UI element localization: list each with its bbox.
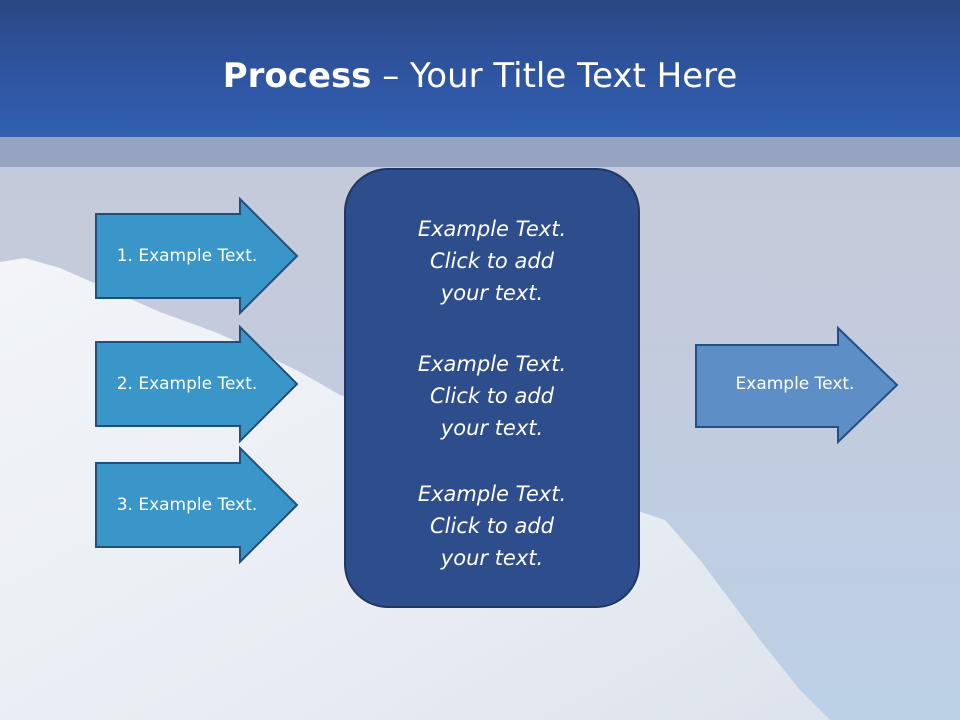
- center-text-block-3[interactable]: Example Text. Click to add your text.: [417, 482, 567, 570]
- slide-title[interactable]: Process – Your Title Text Here: [0, 54, 960, 98]
- left-arrow-1-label: 1. Example Text.: [116, 246, 258, 266]
- center-text-block-1[interactable]: Example Text. Click to add your text.: [417, 217, 567, 305]
- left-arrow-3[interactable]: [95, 445, 299, 565]
- slide-title-rest: – Your Title Text Here: [371, 56, 738, 96]
- slide-title-bold: Process: [222, 56, 372, 96]
- title-header-bar: [0, 0, 960, 137]
- right-arrow[interactable]: [695, 325, 899, 445]
- header-band: [0, 137, 960, 167]
- left-arrow-2[interactable]: [95, 324, 299, 444]
- left-arrow-1[interactable]: [95, 196, 299, 316]
- center-content-box[interactable]: [344, 168, 640, 608]
- center-text-block-2[interactable]: Example Text. Click to add your text.: [417, 352, 567, 440]
- left-arrow-2-label: 2. Example Text.: [116, 374, 258, 394]
- left-arrow-3-label: 3. Example Text.: [116, 495, 258, 515]
- right-arrow-label: Example Text.: [735, 374, 855, 394]
